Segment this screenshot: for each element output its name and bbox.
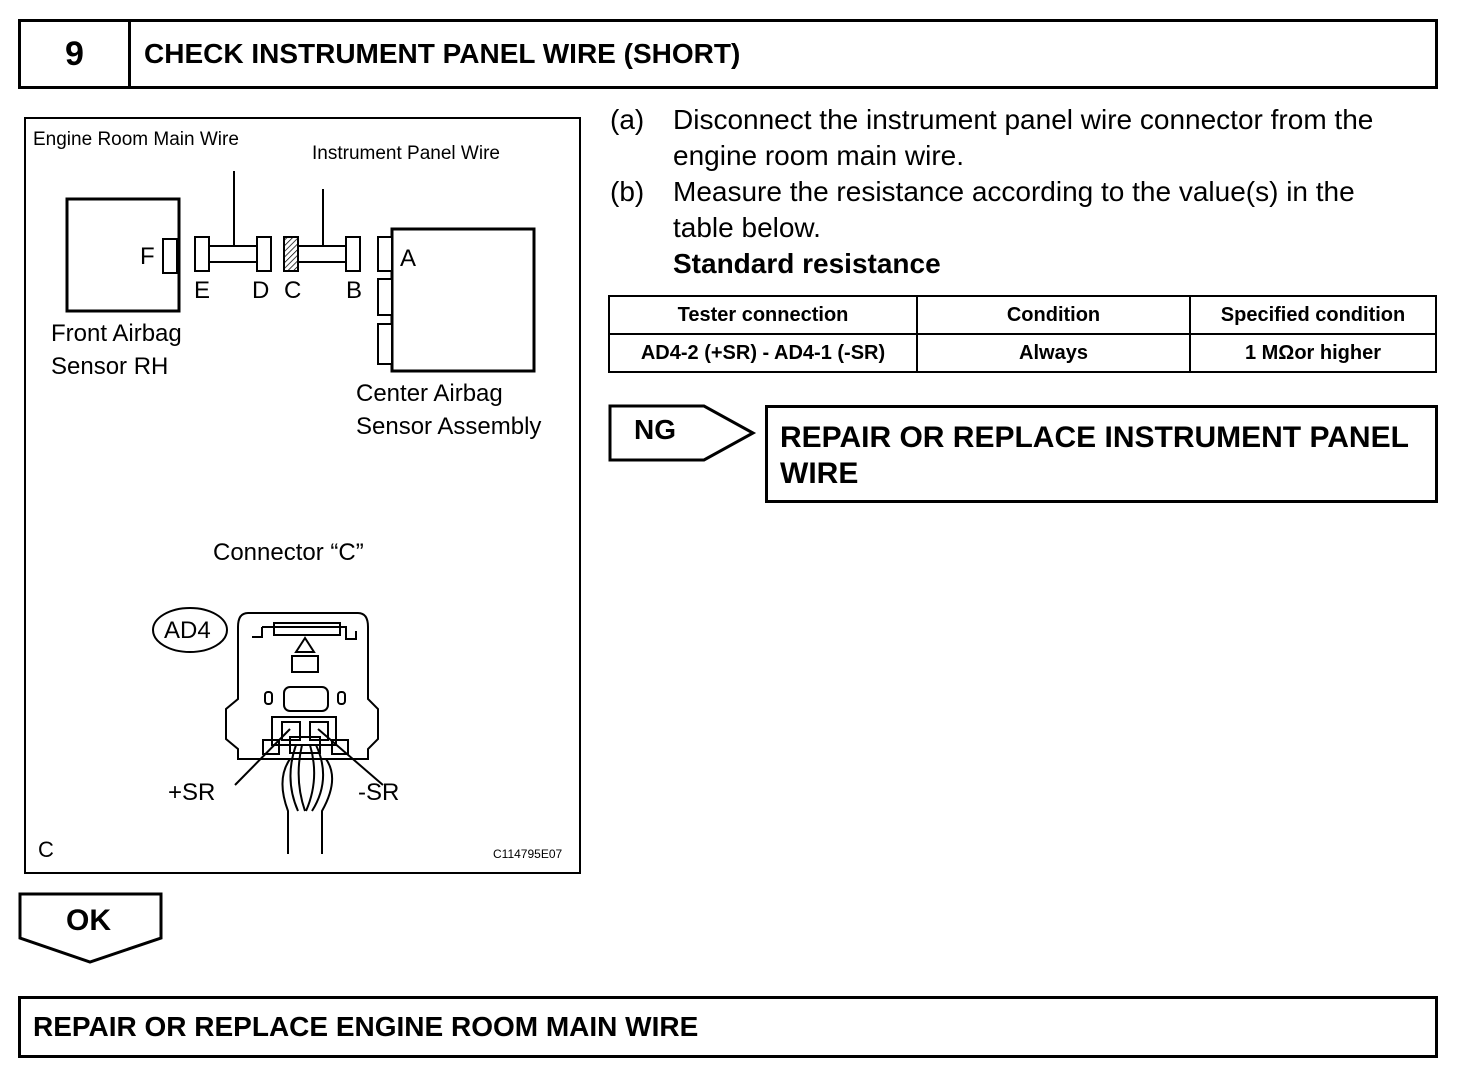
connector-letter-c: C xyxy=(284,277,302,304)
connector-letter-e: E xyxy=(194,277,211,304)
connector-b-pin xyxy=(345,236,361,272)
minus-sr-label: -SR xyxy=(358,779,400,806)
connector-letter-f: F xyxy=(140,243,155,270)
table-row: AD4-2 (+SR) - AD4-1 (-SR) Always 1 MΩor … xyxy=(608,333,1437,373)
engine-room-main-wire-label: Engine Room Main Wire xyxy=(33,129,239,150)
wiring-figure: Engine Room Main Wire Instrument Panel W… xyxy=(24,117,581,874)
spec-table: Tester connection Condition Specified co… xyxy=(608,295,1437,373)
ok-label: OK xyxy=(66,904,111,937)
table-header: Tester connection xyxy=(608,295,918,335)
front-airbag-sensor-label: Front Airbag Sensor RH xyxy=(51,320,182,380)
connector-id-ellipse xyxy=(152,607,228,653)
table-header: Condition xyxy=(916,295,1191,335)
step-title: CHECK INSTRUMENT PANEL WIRE (SHORT) xyxy=(144,38,741,69)
table-cell: AD4-2 (+SR) - AD4-1 (-SR) xyxy=(608,333,918,373)
instruction-a: (a) Disconnect the instrument panel wire… xyxy=(610,102,1440,174)
connector-c-drawing xyxy=(225,612,379,760)
connector-letter-b: B xyxy=(346,277,363,304)
connector-e-pin xyxy=(194,236,210,272)
table-header: Specified condition xyxy=(1189,295,1437,335)
figure-corner-letter: C xyxy=(38,837,54,862)
ng-arrow xyxy=(608,404,757,462)
table-cell: Always xyxy=(916,333,1191,373)
final-step-box: REPAIR OR REPLACE ENGINE ROOM MAIN WIRE xyxy=(18,996,1438,1058)
ok-arrow xyxy=(18,892,163,964)
front-airbag-sensor-box xyxy=(65,197,181,313)
table-cell: 1 MΩor higher xyxy=(1189,333,1437,373)
ng-result-line: WIRE xyxy=(780,457,859,490)
figure-code: C114795E07 xyxy=(493,847,563,861)
ng-result-box: REPAIR OR REPLACE INSTRUMENT PANEL WIRE xyxy=(765,405,1438,503)
step-number: 9 xyxy=(21,22,131,86)
ng-label: NG xyxy=(634,414,676,445)
instrument-panel-wire-label: Instrument Panel Wire xyxy=(312,143,500,164)
instruction-text: Disconnect the instrument panel wire con… xyxy=(673,104,1374,171)
ng-result-line: REPAIR OR REPLACE INSTRUMENT PANEL xyxy=(780,421,1409,454)
connector-f-pin xyxy=(162,238,178,274)
step-header: 9 CHECK INSTRUMENT PANEL WIRE (SHORT) xyxy=(18,19,1438,89)
connector-id: AD4 xyxy=(164,617,211,644)
connector-title: Connector “C” xyxy=(213,539,364,566)
table-header-row: Tester connection Condition Specified co… xyxy=(608,295,1437,335)
connector-c-pin-hatched xyxy=(283,236,299,272)
instruction-marker: (b) xyxy=(610,176,645,207)
connector-a-pin xyxy=(377,236,393,272)
plus-sr-label: +SR xyxy=(168,779,216,806)
instruction-marker: (a) xyxy=(610,104,645,135)
connector-d-pin xyxy=(256,236,272,272)
center-airbag-sensor-label: Center Airbag Sensor Assembly xyxy=(356,380,542,440)
connector-letter-a: A xyxy=(400,245,417,272)
wiring-diagram xyxy=(65,171,536,854)
connector-letter-d: D xyxy=(252,277,270,304)
standard-resistance-label: Standard resistance xyxy=(673,248,941,279)
instruction-text: Measure the resistance according to the … xyxy=(673,176,1355,243)
instruction-b: (b) Measure the resistance according to … xyxy=(610,174,1440,246)
